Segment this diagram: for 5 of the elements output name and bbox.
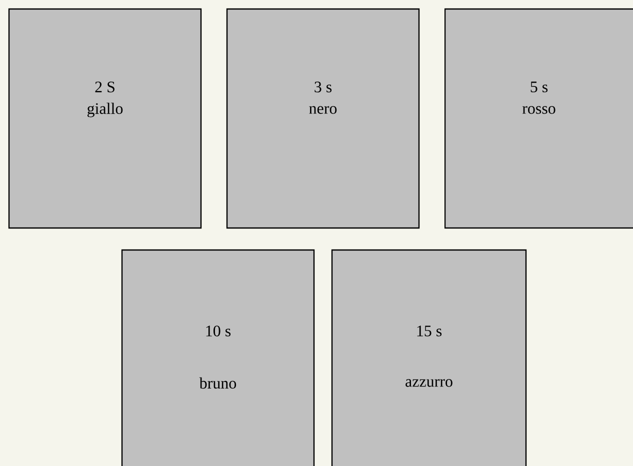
card: 15 s azzurro bbox=[331, 249, 527, 466]
card: 2 S giallo bbox=[8, 8, 202, 229]
card: 3 s nero bbox=[226, 8, 420, 229]
card: 10 s bruno bbox=[121, 249, 315, 466]
card: 5 s rosso bbox=[444, 8, 633, 229]
